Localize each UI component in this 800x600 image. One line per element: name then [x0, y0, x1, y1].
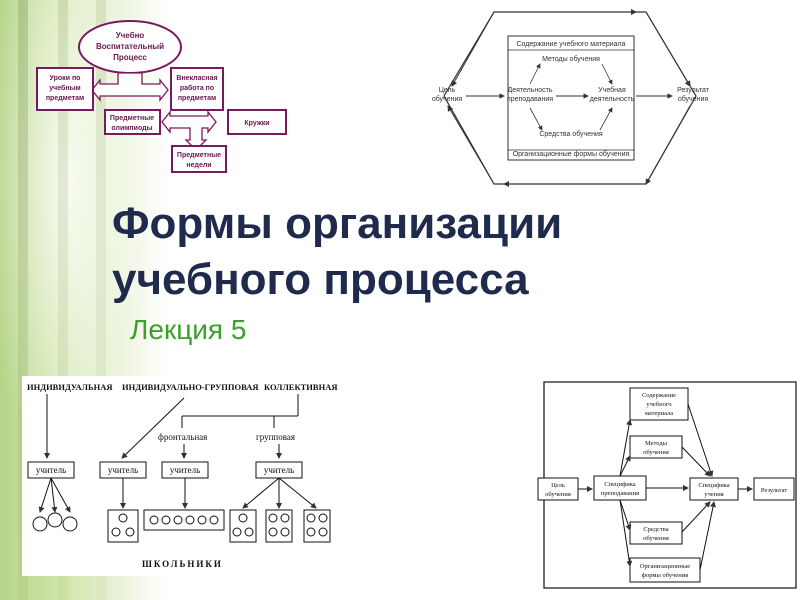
- slide-title: Формы организации учебного процесса: [112, 196, 672, 308]
- svg-text:Уроки по: Уроки по: [50, 75, 81, 82]
- flow-result-box: [753, 477, 795, 501]
- svg-text:Предметные: Предметные: [177, 152, 221, 159]
- flow-forms-box: [629, 557, 701, 583]
- center-line-3: Процесс: [113, 53, 147, 62]
- inner-frame: [507, 35, 635, 161]
- weeks-box: [171, 145, 227, 173]
- svg-text:учитель: учитель: [36, 465, 66, 475]
- lessons-box: [36, 67, 94, 111]
- svg-text:Предметные: Предметные: [110, 115, 154, 122]
- svg-text:олимпиоды: олимпиоды: [111, 125, 152, 132]
- svg-text:работа по: работа по: [180, 84, 214, 92]
- svg-text:недели: недели: [186, 162, 211, 169]
- learning-cycle-diagram: Содержание учебного материала Методы обу…: [422, 8, 722, 190]
- clubs-box: [227, 109, 287, 135]
- pupils-label: ШКОЛЬНИКИ: [142, 559, 223, 569]
- tree-trunk: [18, 0, 28, 600]
- individual-label: ИНДИВИДУАЛЬНАЯ: [27, 382, 113, 392]
- collective-label: КОЛЛЕКТИВНАЯ: [264, 382, 337, 392]
- svg-text:предметам: предметам: [178, 95, 216, 102]
- svg-text:Внекласная: Внекласная: [176, 75, 217, 82]
- extracurricular-box: [170, 67, 224, 111]
- group-label: групповая: [256, 432, 295, 442]
- olympiads-box: [104, 109, 161, 135]
- pupil-group-frontal: [143, 509, 225, 531]
- cross-arrow: [161, 110, 217, 151]
- center-line-1: Учебно: [116, 31, 145, 40]
- process-diagram: Учебно Воспитательный Процесс Уроки по у…: [30, 18, 292, 176]
- flow-means-box: [629, 521, 683, 545]
- svg-text:предметам: предметам: [46, 95, 84, 102]
- svg-text:учитель: учитель: [108, 465, 138, 475]
- title-line-2: учебного процесса: [112, 255, 529, 304]
- svg-text:Результат: Результат: [761, 487, 787, 494]
- individual-group-label: ИНДИВИДУАЛЬНО-ГРУППОВАЯ: [122, 382, 259, 392]
- lecture-number: Лекция 5: [130, 314, 247, 345]
- svg-text:учитель: учитель: [264, 465, 294, 475]
- forms-label: Организационные формы обучения: [513, 150, 630, 158]
- means-label: Средства обучения: [539, 130, 603, 138]
- branch-arrow: [91, 72, 169, 102]
- frontal-label: фронтальная: [158, 432, 207, 442]
- svg-text:учитель: учитель: [170, 465, 200, 475]
- tree-trunk: [58, 0, 68, 600]
- forms-tree-diagram: ИНДИВИДУАЛЬНАЯ ИНДИВИДУАЛЬНО-ГРУППОВАЯ К…: [22, 376, 358, 576]
- tree-trunk: [96, 0, 106, 600]
- title-line-1: Формы организации: [112, 199, 563, 248]
- svg-text:учебным: учебным: [49, 84, 80, 92]
- svg-text:Кружки: Кружки: [244, 120, 269, 127]
- content-label: Содержание учебного материала: [516, 40, 625, 48]
- methods-label: Методы обучения: [542, 55, 600, 63]
- hexagon-outline: [443, 11, 697, 185]
- center-line-2: Воспитательный: [96, 42, 164, 51]
